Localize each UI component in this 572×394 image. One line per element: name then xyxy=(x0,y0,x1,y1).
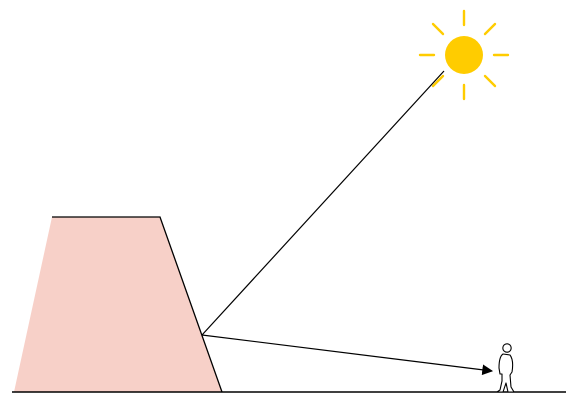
incident-light-ray xyxy=(202,71,444,335)
sun-icon xyxy=(420,11,508,99)
reflected-light-ray xyxy=(202,335,492,371)
person-head xyxy=(503,344,511,352)
person-body xyxy=(497,354,514,392)
person-silhouette-icon xyxy=(497,344,514,392)
sun-disc xyxy=(445,36,483,74)
